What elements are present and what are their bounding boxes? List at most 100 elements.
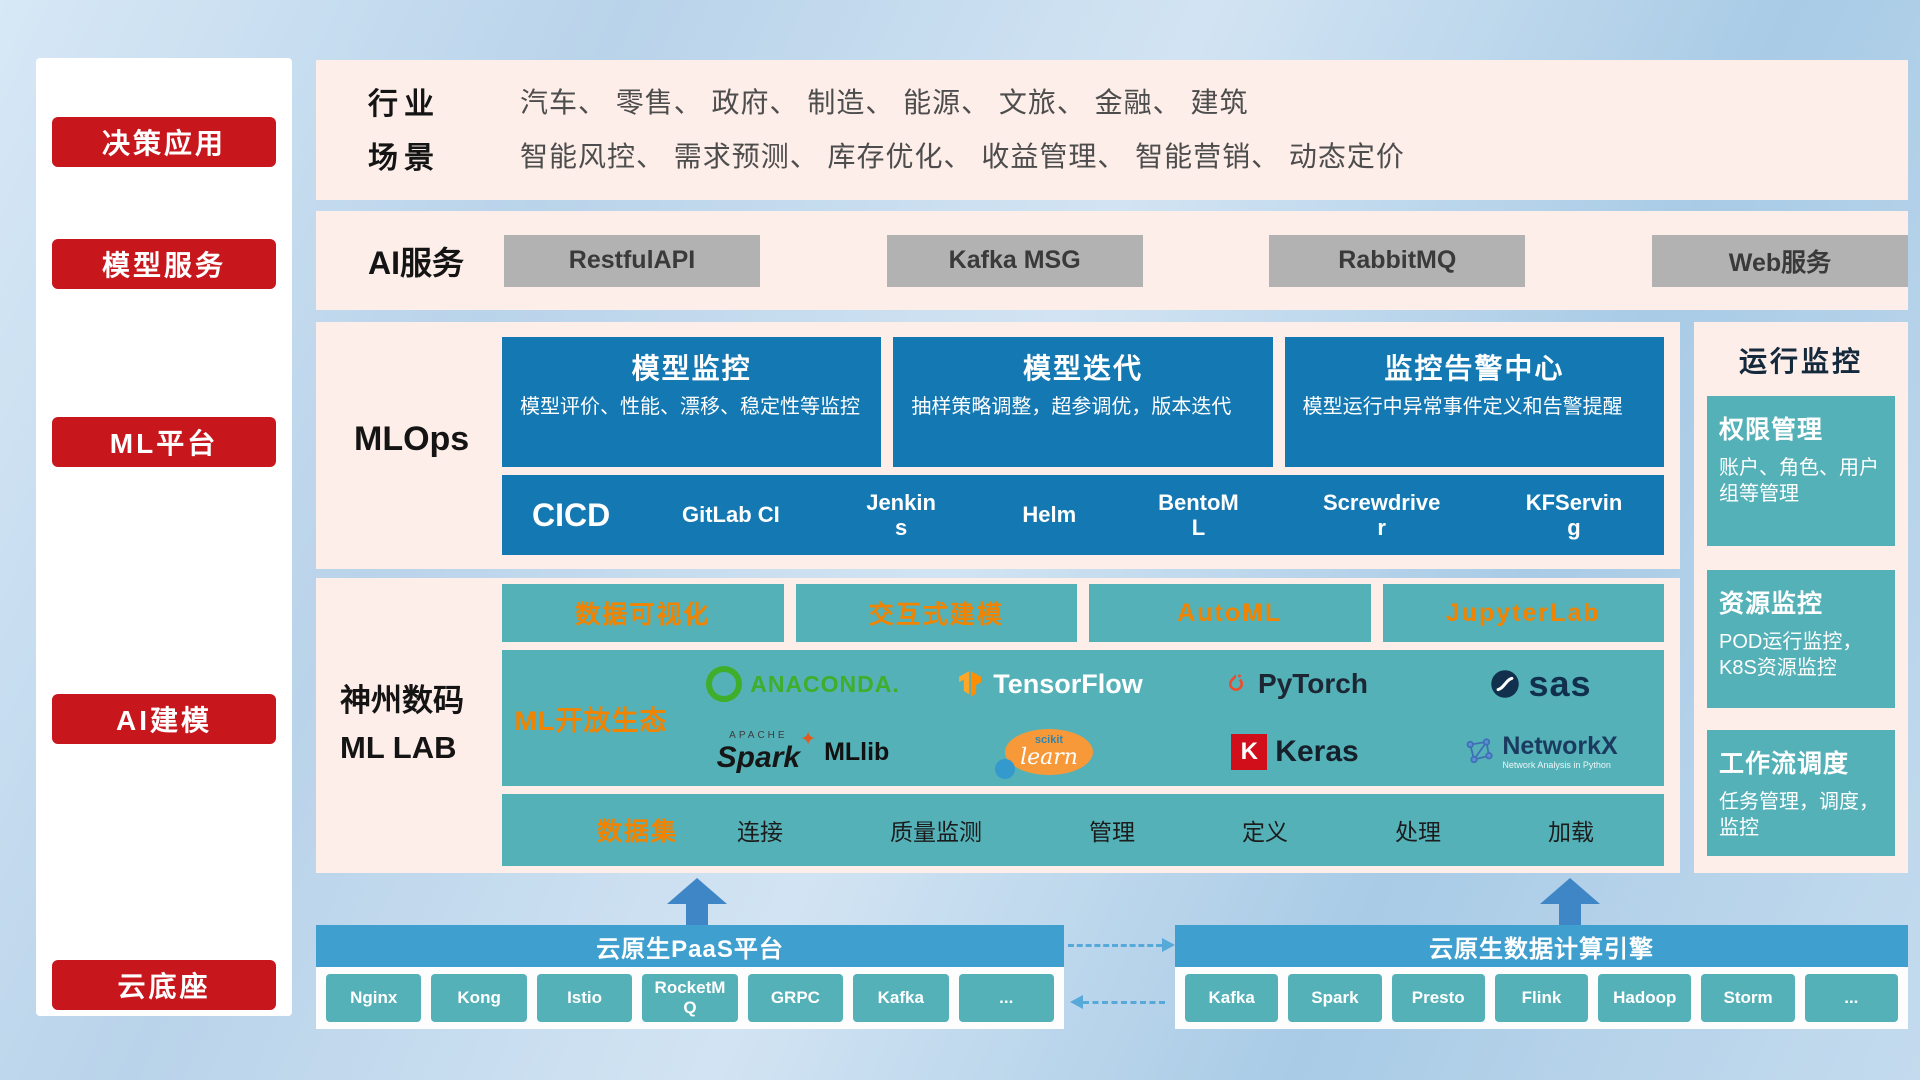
dataset-label: 数据集 [597,818,679,846]
up-arrow-head [1540,878,1600,904]
resource-desc: POD运行监控，K8S资源监控 [1719,631,1863,680]
resource-monitor-card: 资源监控 POD运行监控，K8S资源监控 [1707,570,1895,708]
sidebar-item-ai-modeling: AI建模 [52,694,276,744]
tool-bentoml: BentoML [1158,489,1239,540]
paas-platform-header: 云原生PaaS平台 [316,925,1064,967]
workflow-title: 工作流调度 [1719,750,1850,778]
spark-mllib-logo: APACHE Spark ✦ MLlib [680,730,926,773]
engine-item-presto: Presto [1391,974,1485,1022]
paas-item-kong: Kong [431,974,527,1022]
mlops-label: MLOps [354,420,470,458]
anaconda-icon [706,666,743,702]
scikit-text: scikit [1034,733,1064,746]
industry-label: 行业 [368,88,440,121]
dataset-strip: 数据集 连接 质量监测 管理 定义 处理 加载 [502,794,1664,866]
cicd-label: CICD [532,496,611,533]
dataset-item-connect: 连接 [737,819,783,845]
mlops-cards: 模型监控 模型评价、性能、漂移、稳定性等监控 模型迭代 抽样策略调整，超参调优，… [502,337,1664,467]
jupyterlab-button: JupyterLab [1382,584,1664,642]
paas-platform-body: Nginx Kong Istio RocketMQ GRPC Kafka ... [316,967,1064,1029]
industry-scenario-panel: 行业 汽车、 零售、 政府、 制造、 能源、 文旅、 金融、 建筑 场景 智能风… [316,60,1908,200]
tool-helm: Helm [1022,502,1077,528]
dataset-item-manage: 管理 [1089,819,1135,845]
scenario-list: 智能风控、 需求预测、 库存优化、 收益管理、 智能营销、 动态定价 [520,141,1405,172]
dataset-item-process: 处理 [1395,819,1441,845]
resource-title: 资源监控 [1719,590,1824,618]
model-monitoring-card: 模型监控 模型评价、性能、漂移、稳定性等监控 [502,337,882,467]
model-monitoring-desc: 模型评价、性能、漂移、稳定性等监控 [520,396,860,418]
ml-ecosystem-strip: ML开放生态 ANACONDA. TensorFlow [502,650,1664,786]
learn-text: learn [1020,744,1078,770]
model-iteration-desc: 抽样策略调整，超参调优，版本迭代 [911,396,1232,418]
ml-lab-label-line2: ML LAB [340,729,457,765]
ml-ecosystem-logos: ANACONDA. TensorFlow PyTorch [680,650,1664,786]
pytorch-icon [1229,673,1244,691]
tensorflow-logo: TensorFlow [926,669,1172,700]
paas-item-kafka: Kafka [853,974,949,1022]
anaconda-wordmark: ANACONDA. [750,670,900,697]
tool-screwdriver: Screwdriver [1323,489,1441,540]
interactive-modeling-button: 交互式建模 [795,584,1077,642]
permission-management-card: 权限管理 账户、角色、用户组等管理 [1707,396,1895,546]
mllib-wordmark: MLlib [824,737,890,766]
scikit-learn-block: scikit learn [995,729,1093,779]
alert-center-card: 监控告警中心 模型运行中异常事件定义和告警提醒 [1284,337,1664,467]
up-arrow-icon [1540,878,1600,925]
runtime-monitor-panel: 运行监控 权限管理 账户、角色、用户组等管理 资源监控 POD运行监控，K8S资… [1694,322,1908,873]
sidebar-item-decision-apps: 决策应用 [52,117,276,167]
mlops-panel: MLOps 模型监控 模型评价、性能、漂移、稳定性等监控 模型迭代 抽样策略调整… [316,322,1680,569]
dashed-arrow-left-icon [1070,995,1165,1009]
ml-lab-label: 神州数码 ML LAB [340,678,464,771]
cicd-tools: GitLab CI Jenkins Helm BentoML Screwdriv… [682,490,1624,541]
restfulapi-button: RestfulAPI [504,234,760,287]
tool-jenkins: Jenkins [866,489,936,540]
alert-center-title: 监控告警中心 [1384,353,1565,384]
ai-service-label: AI服务 [368,244,465,281]
paas-item-grpc: GRPC [747,974,844,1022]
ml-lab-panel: 神州数码 ML LAB 数据可视化 交互式建模 AutoML JupyterLa… [316,578,1680,873]
spark-wordmark-block: APACHE Spark ✦ [717,730,816,773]
keras-wordmark: Keras [1275,735,1359,768]
runtime-monitor-title: 运行监控 [1738,346,1863,377]
workflow-scheduler-card: 工作流调度 任务管理，调度，监控 [1707,730,1895,856]
anaconda-logo: ANACONDA. [680,666,926,702]
rabbitmq-button: RabbitMQ [1269,234,1526,287]
ai-service-buttons: RestfulAPI Kafka MSG RabbitMQ Web服务 [504,234,1908,287]
model-iteration-card: 模型迭代 抽样策略调整，超参调优，版本迭代 [893,337,1273,467]
scikit-learn-icon [995,759,1015,779]
engine-item-hadoop: Hadoop [1598,974,1692,1022]
engine-item-kafka: Kafka [1185,974,1279,1022]
sas-icon [1491,670,1520,698]
sidebar-item-model-service: 模型服务 [52,239,276,289]
up-arrow-stem [686,904,708,925]
tensorflow-icon [959,671,982,697]
engine-item-storm: Storm [1701,974,1795,1022]
model-iteration-title: 模型迭代 [1022,353,1143,384]
sas-wordmark: sas [1528,663,1592,704]
keras-icon: K [1231,734,1268,770]
ml-lab-label-line1: 神州数码 [340,683,464,718]
up-arrow-stem [1559,904,1581,925]
industry-row: 行业 汽车、 零售、 政府、 制造、 能源、 文旅、 金融、 建筑 [368,74,1908,128]
workflow-desc: 任务管理，调度，监控 [1719,791,1879,840]
data-engine-body: Kafka Spark Presto Flink Hadoop Storm ..… [1175,967,1908,1029]
scenario-row: 场景 智能风控、 需求预测、 库存优化、 收益管理、 智能营销、 动态定价 [368,128,1908,182]
engine-item-more: ... [1804,974,1898,1022]
web-service-button: Web服务 [1651,234,1908,287]
paas-item-rocketmq: RocketMQ [642,974,738,1022]
dataset-item-quality: 质量监测 [890,819,982,845]
engine-item-flink: Flink [1494,974,1589,1022]
kafka-msg-button: Kafka MSG [886,234,1143,287]
scenario-label: 场景 [368,142,440,175]
permission-title: 权限管理 [1719,416,1824,444]
networkx-wordmark: NetworkX [1502,732,1618,761]
left-category-rail: 决策应用 模型服务 ML平台 AI建模 云底座 [36,58,292,1016]
sidebar-item-ml-platform: ML平台 [52,417,276,467]
engine-item-spark: Spark [1288,974,1382,1022]
up-arrow-icon [667,878,727,925]
dataset-item-define: 定义 [1242,819,1288,845]
paas-item-istio: Istio [536,974,633,1022]
dataset-items: 连接 质量监测 管理 定义 处理 加载 [737,813,1594,847]
networkx-subtitle: Network Analysis in Python [1502,759,1611,770]
